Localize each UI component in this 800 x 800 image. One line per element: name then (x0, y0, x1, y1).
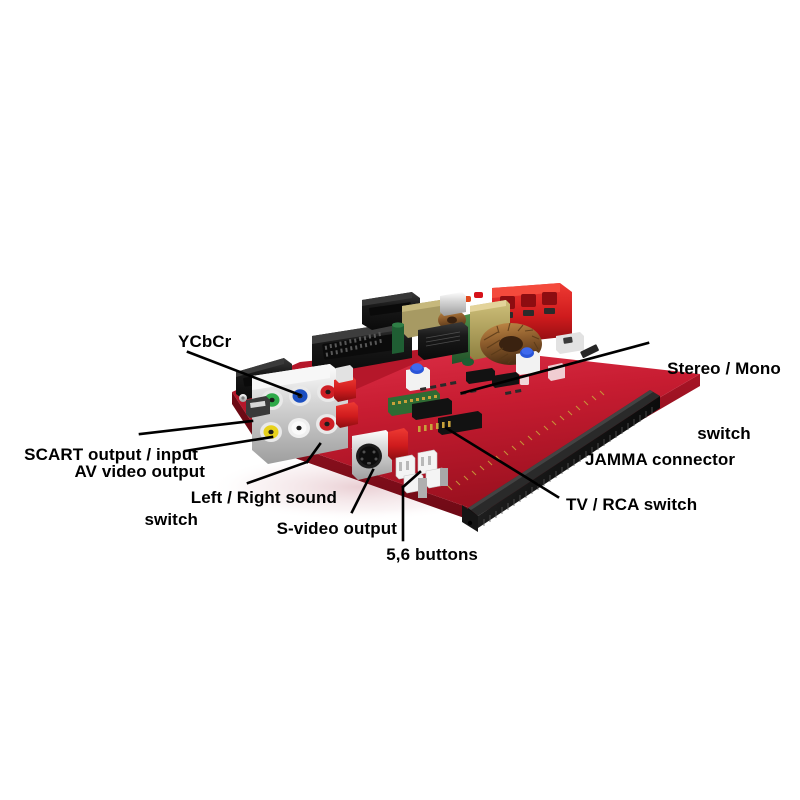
callout-label-left-right-sound: Left / Right sound (190, 488, 337, 507)
callout-label-stereo-mono-line1: Stereo / Mono (667, 358, 781, 378)
callout-label-scart-line1: SCART output / input (24, 444, 198, 464)
callout-label-5-6-buttons: 5,6 buttons (386, 545, 478, 564)
callout-label-ycbcr: YCbCr (178, 332, 232, 351)
callout-label-s-video-output: S-video output (276, 519, 397, 538)
callout-label-tv-rca-switch: TV / RCA switch (566, 495, 698, 514)
callout-label-jamma-connector: JAMMA connector (585, 450, 736, 469)
callout-label-scart-output-input-switch: SCART output / input switch (0, 400, 198, 574)
callout-label-stereo-mono-switch: Stereo / Mono switch (654, 314, 794, 488)
callout-label-scart-line2: switch (144, 509, 198, 529)
callout-label-stereo-mono-line2: switch (697, 423, 751, 443)
callout-label-av-video-output: AV video output (74, 462, 205, 481)
